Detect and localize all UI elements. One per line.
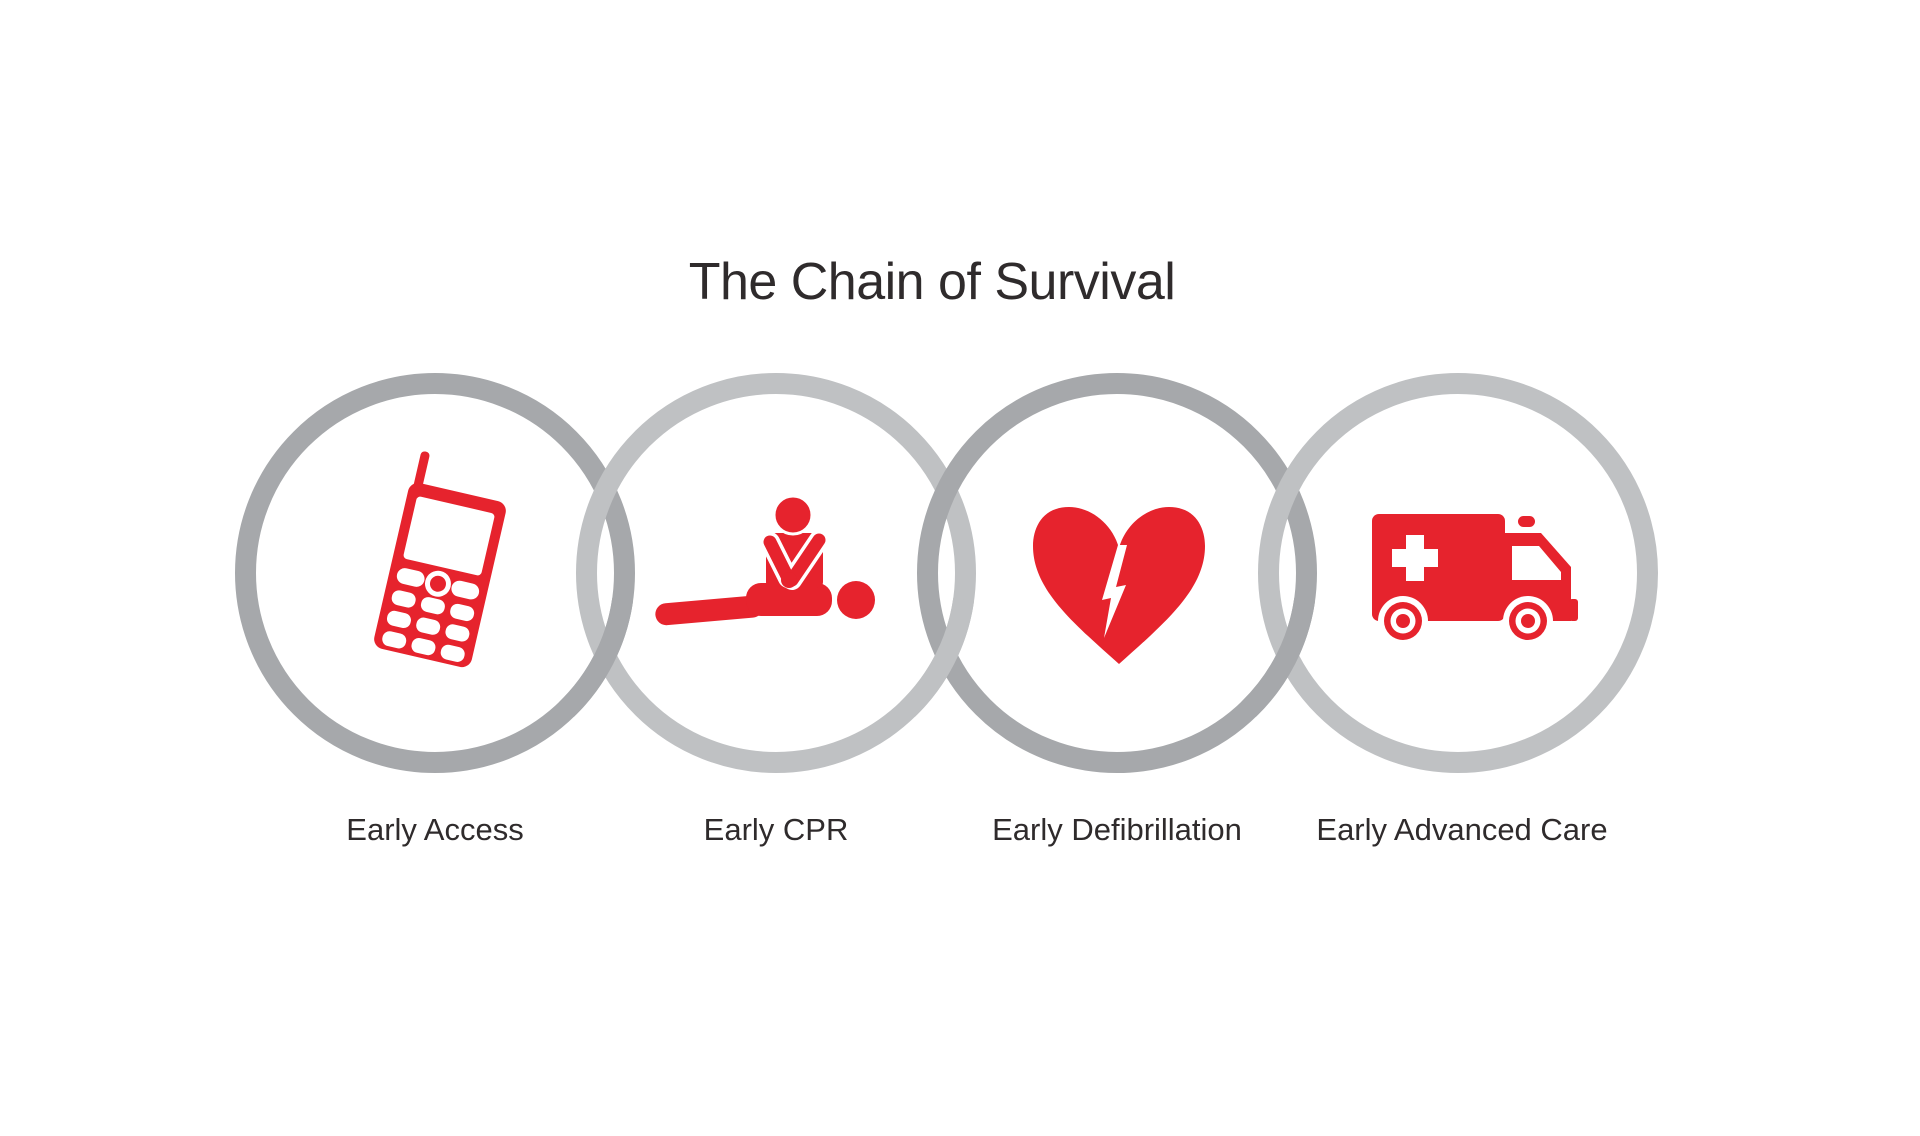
mobile-phone-icon: [374, 451, 506, 668]
cpr-icon: [655, 494, 875, 626]
ambulance-front-wheel: [1503, 596, 1553, 646]
ambulance-icon: [1372, 514, 1578, 646]
medical-cross-icon: [1392, 535, 1438, 581]
page-title: The Chain of Survival: [688, 253, 1176, 311]
ring-early-defibrillation: [917, 373, 1317, 773]
chain-rings: [235, 373, 1658, 773]
ring-early-access: [235, 373, 635, 773]
label-early-advanced-care: Early Advanced Care: [1316, 812, 1608, 847]
ring-early-advanced-care: [1258, 373, 1658, 773]
ring-weave-patch-1: [559, 597, 634, 717]
ambulance-rear-wheel: [1378, 596, 1428, 646]
label-early-access: Early Access: [346, 812, 524, 847]
ring-early-cpr: [576, 373, 976, 773]
lightning-bolt-icon: [1102, 545, 1127, 638]
ring-weave-patch-2: [900, 597, 975, 717]
label-early-defibrillation: Early Defibrillation: [992, 812, 1242, 847]
ring-weave-patch-3: [1241, 597, 1316, 717]
label-early-cpr: Early CPR: [703, 812, 849, 847]
heart-shock-icon: [1033, 507, 1205, 664]
